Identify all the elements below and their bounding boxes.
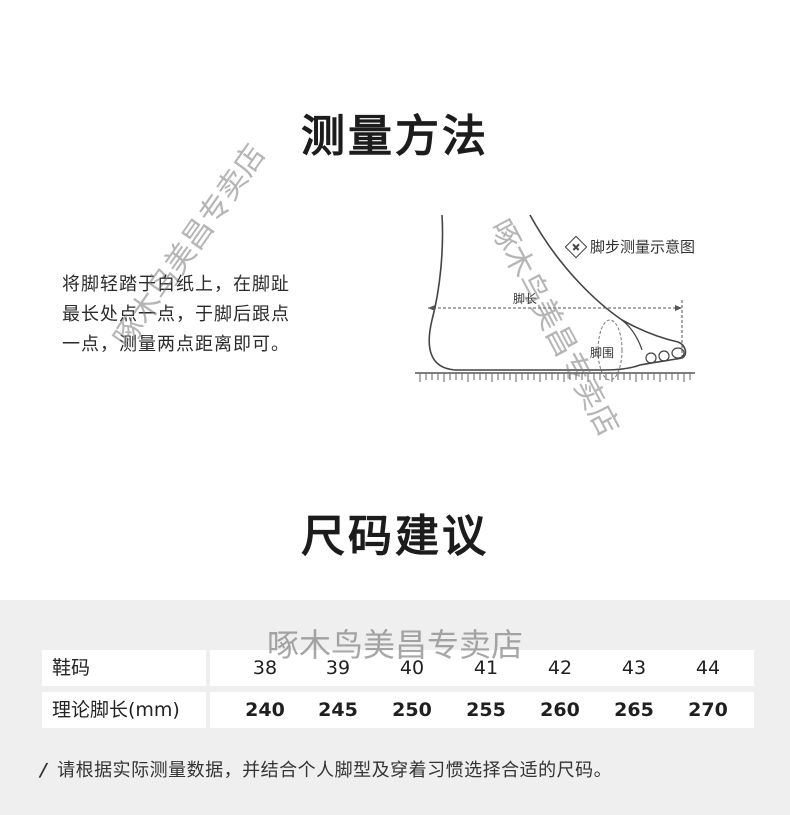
size-cell: 42 <box>547 657 573 679</box>
row-label: 理论脚长(mm) <box>52 699 180 721</box>
size-cell: 41 <box>473 657 499 679</box>
size-cell: 40 <box>399 657 425 679</box>
size-footnote: / 请根据实际测量数据，并结合个人脚型及穿着习惯选择合适的尺码。 <box>37 756 613 782</box>
length-cell: 240 <box>245 699 285 721</box>
plus-in-diamond-icon <box>564 235 588 258</box>
measure-title: 测量方法 <box>301 111 489 162</box>
size-row: 鞋码 38 39 40 41 42 43 44 <box>42 650 754 686</box>
footnote-text: 请根据实际测量数据，并结合个人脚型及穿着习惯选择合适的尺码。 <box>57 760 613 781</box>
legend-text: 脚步测量示意图 <box>590 238 696 256</box>
row-label: 鞋码 <box>52 657 91 679</box>
foot-diagram: 脚长 脚围 <box>410 210 710 400</box>
slash-mark-icon: / <box>37 760 50 781</box>
size-cell: 43 <box>621 657 647 679</box>
row-divider <box>206 650 210 686</box>
length-cell: 260 <box>540 699 580 721</box>
instruction-line: 将脚轻踏于白纸上，在脚趾 <box>62 274 290 295</box>
diagram-legend: 脚步测量示意图 <box>564 235 696 258</box>
instruction-line: 最长处点一点，于脚后跟点 <box>62 304 290 325</box>
row-divider <box>206 692 210 728</box>
measure-instructions: 将脚轻踏于白纸上，在脚趾 最长处点一点，于脚后跟点 一点，测量两点距离即可。 <box>62 270 362 360</box>
foot-illustration <box>415 214 695 382</box>
instruction-line: 一点，测量两点距离即可。 <box>62 334 290 355</box>
girth-label: 脚围 <box>590 346 615 360</box>
length-cell: 265 <box>614 699 654 721</box>
size-cell: 38 <box>252 657 278 679</box>
size-cell: 44 <box>695 657 721 679</box>
length-cell: 270 <box>688 699 728 721</box>
length-row: 理论脚长(mm) 240 245 250 255 260 265 270 <box>42 692 754 728</box>
size-title: 尺码建议 <box>301 511 489 562</box>
length-cell: 255 <box>466 699 506 721</box>
length-label: 脚长 <box>513 292 538 306</box>
length-cell: 250 <box>392 699 432 721</box>
size-cell: 39 <box>325 657 351 679</box>
length-cell: 245 <box>318 699 358 721</box>
